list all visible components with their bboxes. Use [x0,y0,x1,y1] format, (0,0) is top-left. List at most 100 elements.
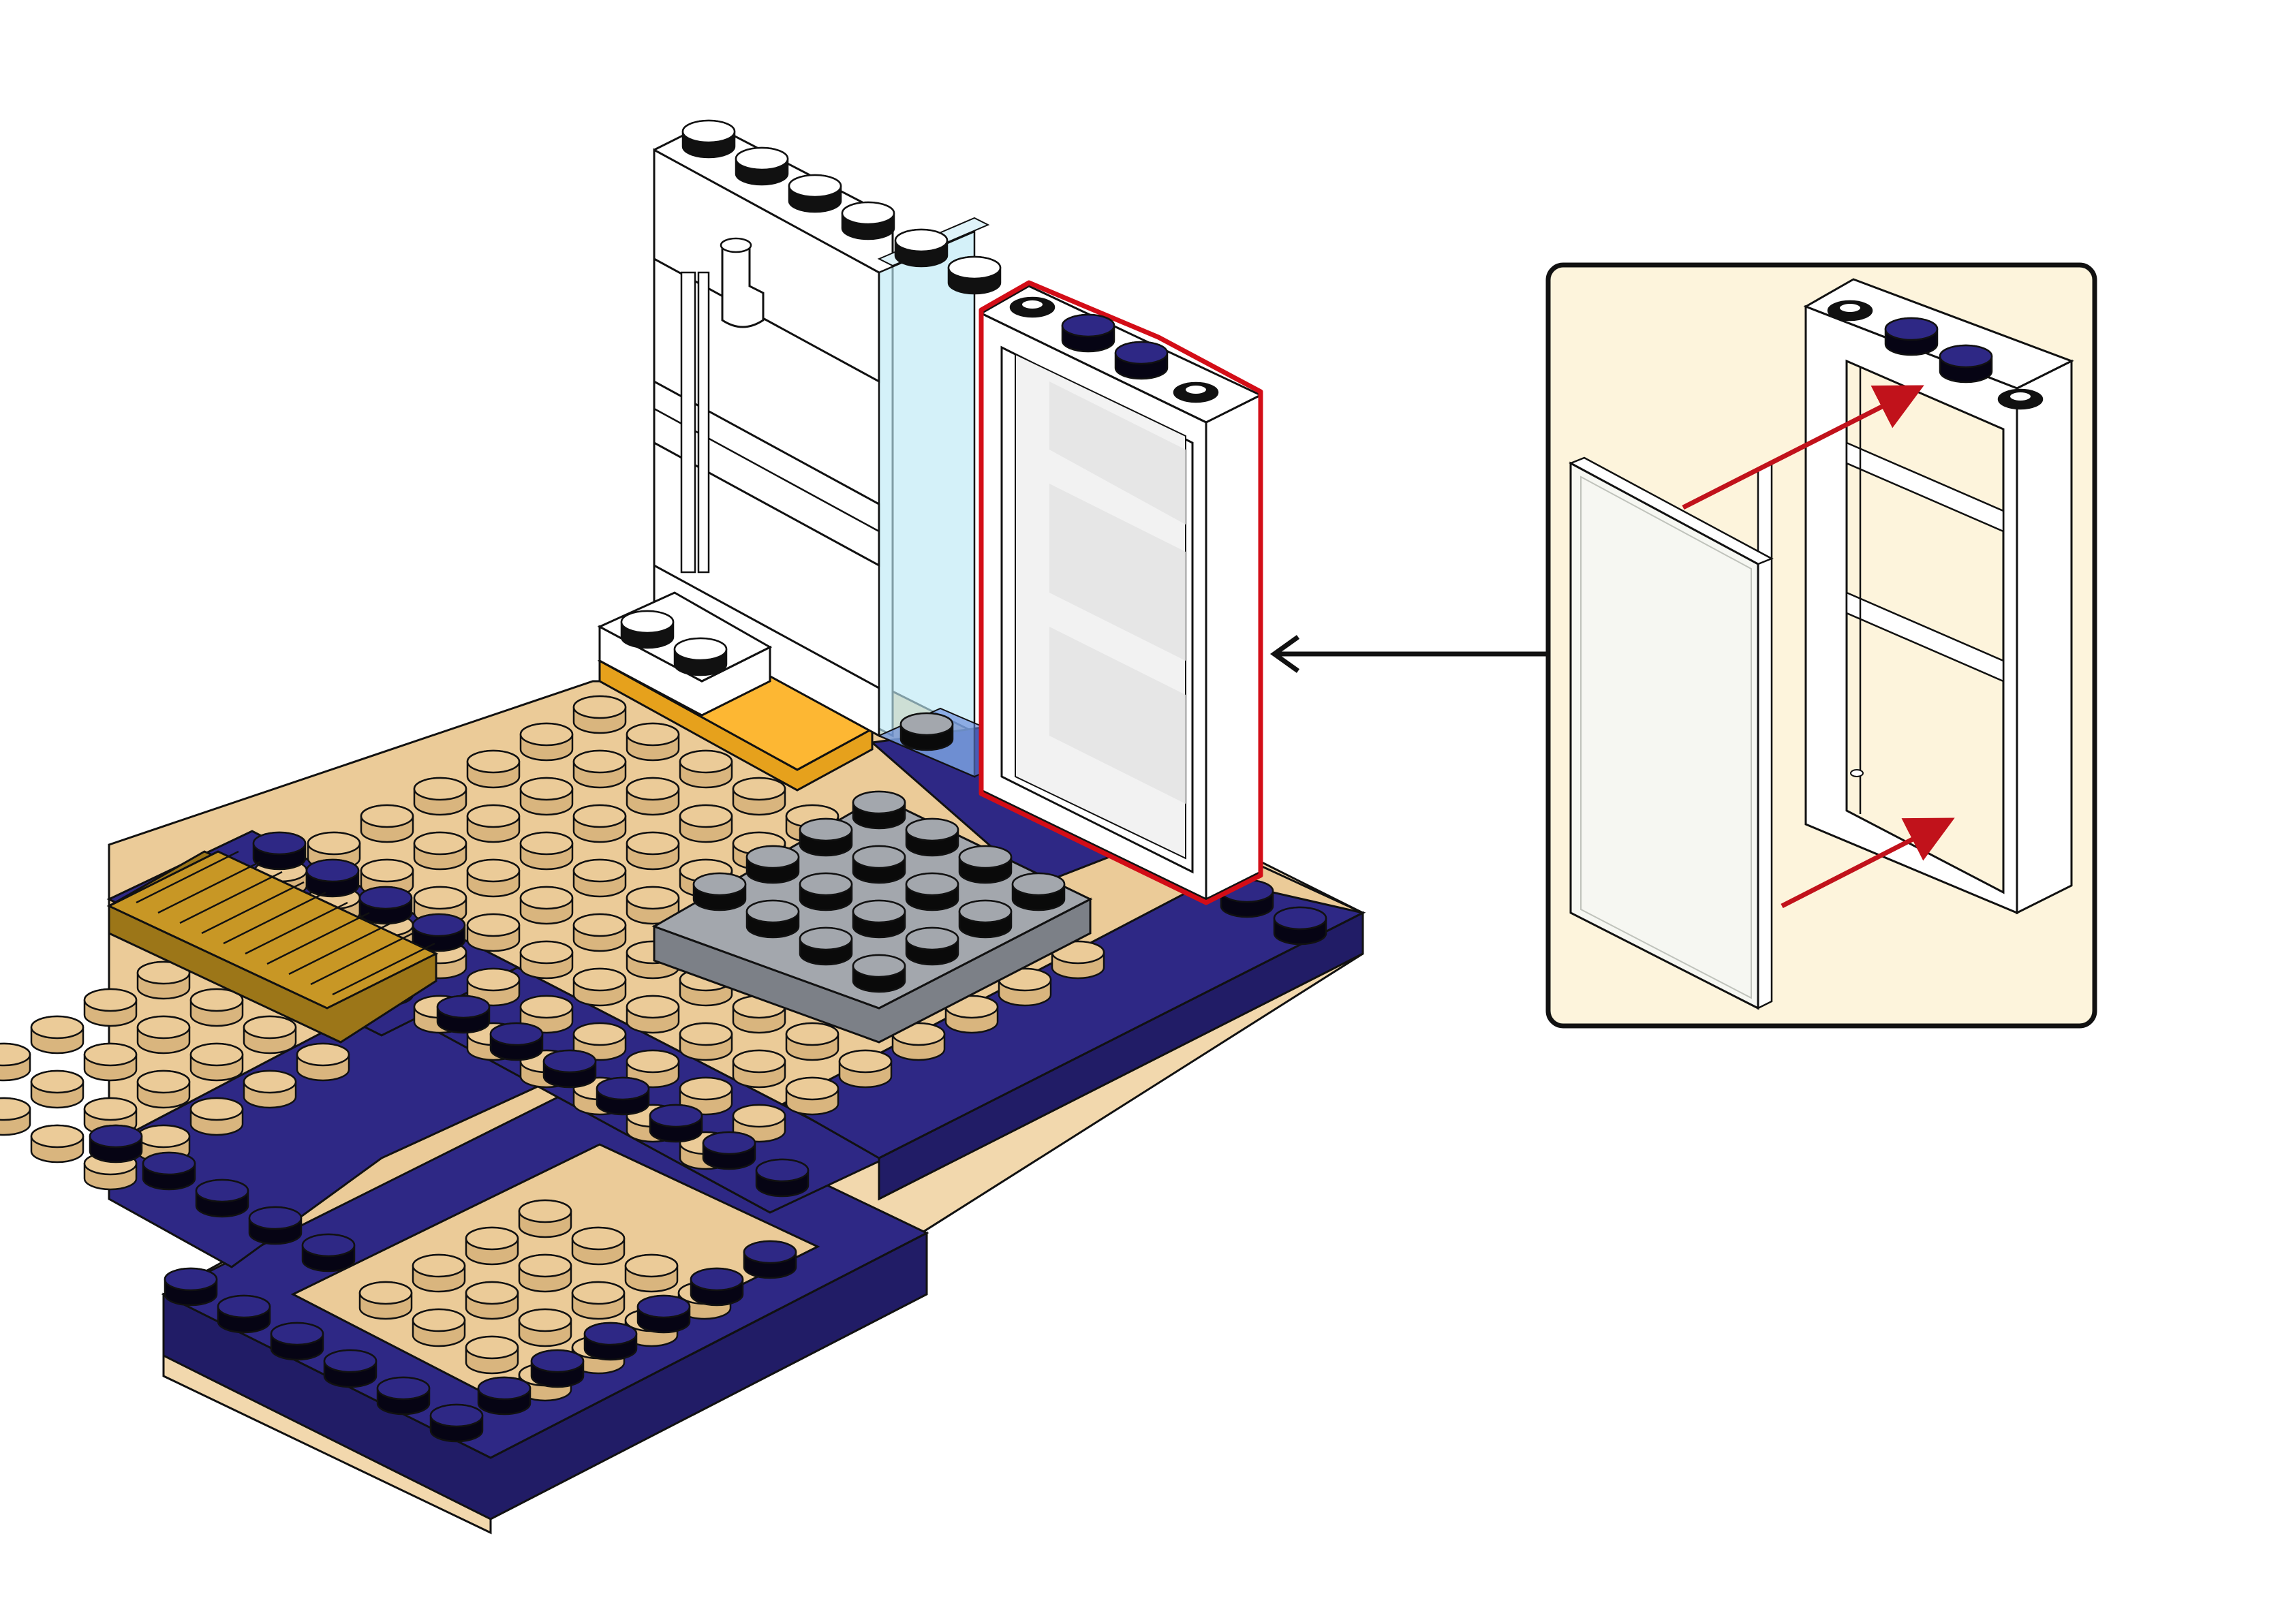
arrow-up-right-icon [1682,385,1955,909]
grille-tile [106,850,439,1044]
gray-stud [852,954,906,993]
wall-stud [899,712,954,751]
gray-stud [799,926,853,966]
gray-stud [799,817,853,857]
navy-stud [596,1076,650,1116]
tan-stud [572,858,627,898]
tan-stud [30,1069,84,1109]
tan-stud [465,1281,519,1320]
gray-stud [852,845,906,884]
navy-stud [89,1124,143,1164]
window-frame-highlight [979,280,1263,905]
tan-stud [519,940,574,980]
tan-stud [572,695,627,734]
frame-stud [1114,341,1169,380]
gray-stud [958,899,1013,939]
tan-stud [189,988,244,1027]
frame-open-stud [1009,296,1056,318]
tan-stud [732,1049,786,1089]
gray-stud [1011,872,1066,911]
wall-assembly [597,121,1038,778]
callout-window-glass [1569,456,1774,1010]
grille-slat [288,922,392,975]
gray-stud [692,872,747,911]
navy-stud [270,1322,324,1361]
tan-stud [732,777,786,816]
tan-stud [296,1042,350,1082]
tan-stud [838,1049,893,1089]
navy-stud [252,831,307,871]
navy-stud [358,886,413,925]
tan-stud [518,1308,572,1347]
callout-open-stud [1997,388,2044,410]
tan-stud [412,1253,466,1293]
tan-stud [136,1015,191,1055]
grille-slat [266,911,370,965]
navy-stud [217,1294,271,1334]
tan-stud [136,1069,191,1109]
tan-stud [243,1069,297,1109]
tan-stud [413,831,467,871]
callout-stud [1939,344,1993,384]
tan-stud [519,886,574,925]
wall-stud [681,119,736,159]
navy-stud [376,1376,431,1416]
tan-stud [624,1253,679,1293]
callout-open-stud [1827,300,1873,322]
tan-stud [360,804,414,843]
tan-stud [519,722,574,762]
wall-stud [673,637,728,676]
navy-stud [649,1104,703,1143]
frame-open-stud [1173,381,1219,403]
tan-stud [626,722,680,762]
tan-stud [785,1022,840,1061]
callout-window-frame [1803,278,2074,915]
tan-stud [358,1281,413,1320]
grille-slat [223,891,326,945]
navy-stud [142,1151,196,1191]
grille-slat [157,860,261,914]
frame-stud [1061,313,1115,353]
gray-stud [958,845,1013,884]
gray-stud [852,899,906,939]
gray-stud [905,872,959,911]
grille-slat [332,942,435,996]
tan-stud [679,804,733,843]
navy-stud [583,1322,638,1361]
tan-stud [83,988,138,1027]
grille-slat [245,901,348,955]
tan-stud [519,831,574,871]
navy-stud [164,1267,218,1307]
tan-stud [679,749,733,789]
tan-stud [466,913,521,952]
grille-slat [310,932,414,986]
tan-stud [518,1253,572,1293]
wall-stud [620,610,675,649]
navy-stud [436,995,491,1034]
navy-stud [690,1267,744,1307]
navy-stud [429,1403,484,1443]
tan-stud [466,749,521,789]
navy-stud [248,1206,303,1245]
tan-stud [519,777,574,816]
grille-slat [179,871,283,924]
tan-stud [626,995,680,1034]
tan-stud [189,1042,244,1082]
wall-stud [947,255,1002,295]
navy-stud [195,1178,249,1218]
tan-stud [189,1097,244,1136]
tan-stud [626,831,680,871]
arrow-left-icon [1269,635,1547,673]
tan-stud [571,1226,626,1266]
tan-stud [572,804,627,843]
tan-stud [413,777,467,816]
tan-stud [572,749,627,789]
tan-stud [679,1022,733,1061]
gray-stud [852,790,906,830]
tan-stud [572,913,627,952]
navy-stud [636,1294,691,1334]
tan-stud [466,804,521,843]
tan-stud [572,967,627,1007]
navy-stud [530,1349,585,1388]
gray-stud [745,845,800,884]
